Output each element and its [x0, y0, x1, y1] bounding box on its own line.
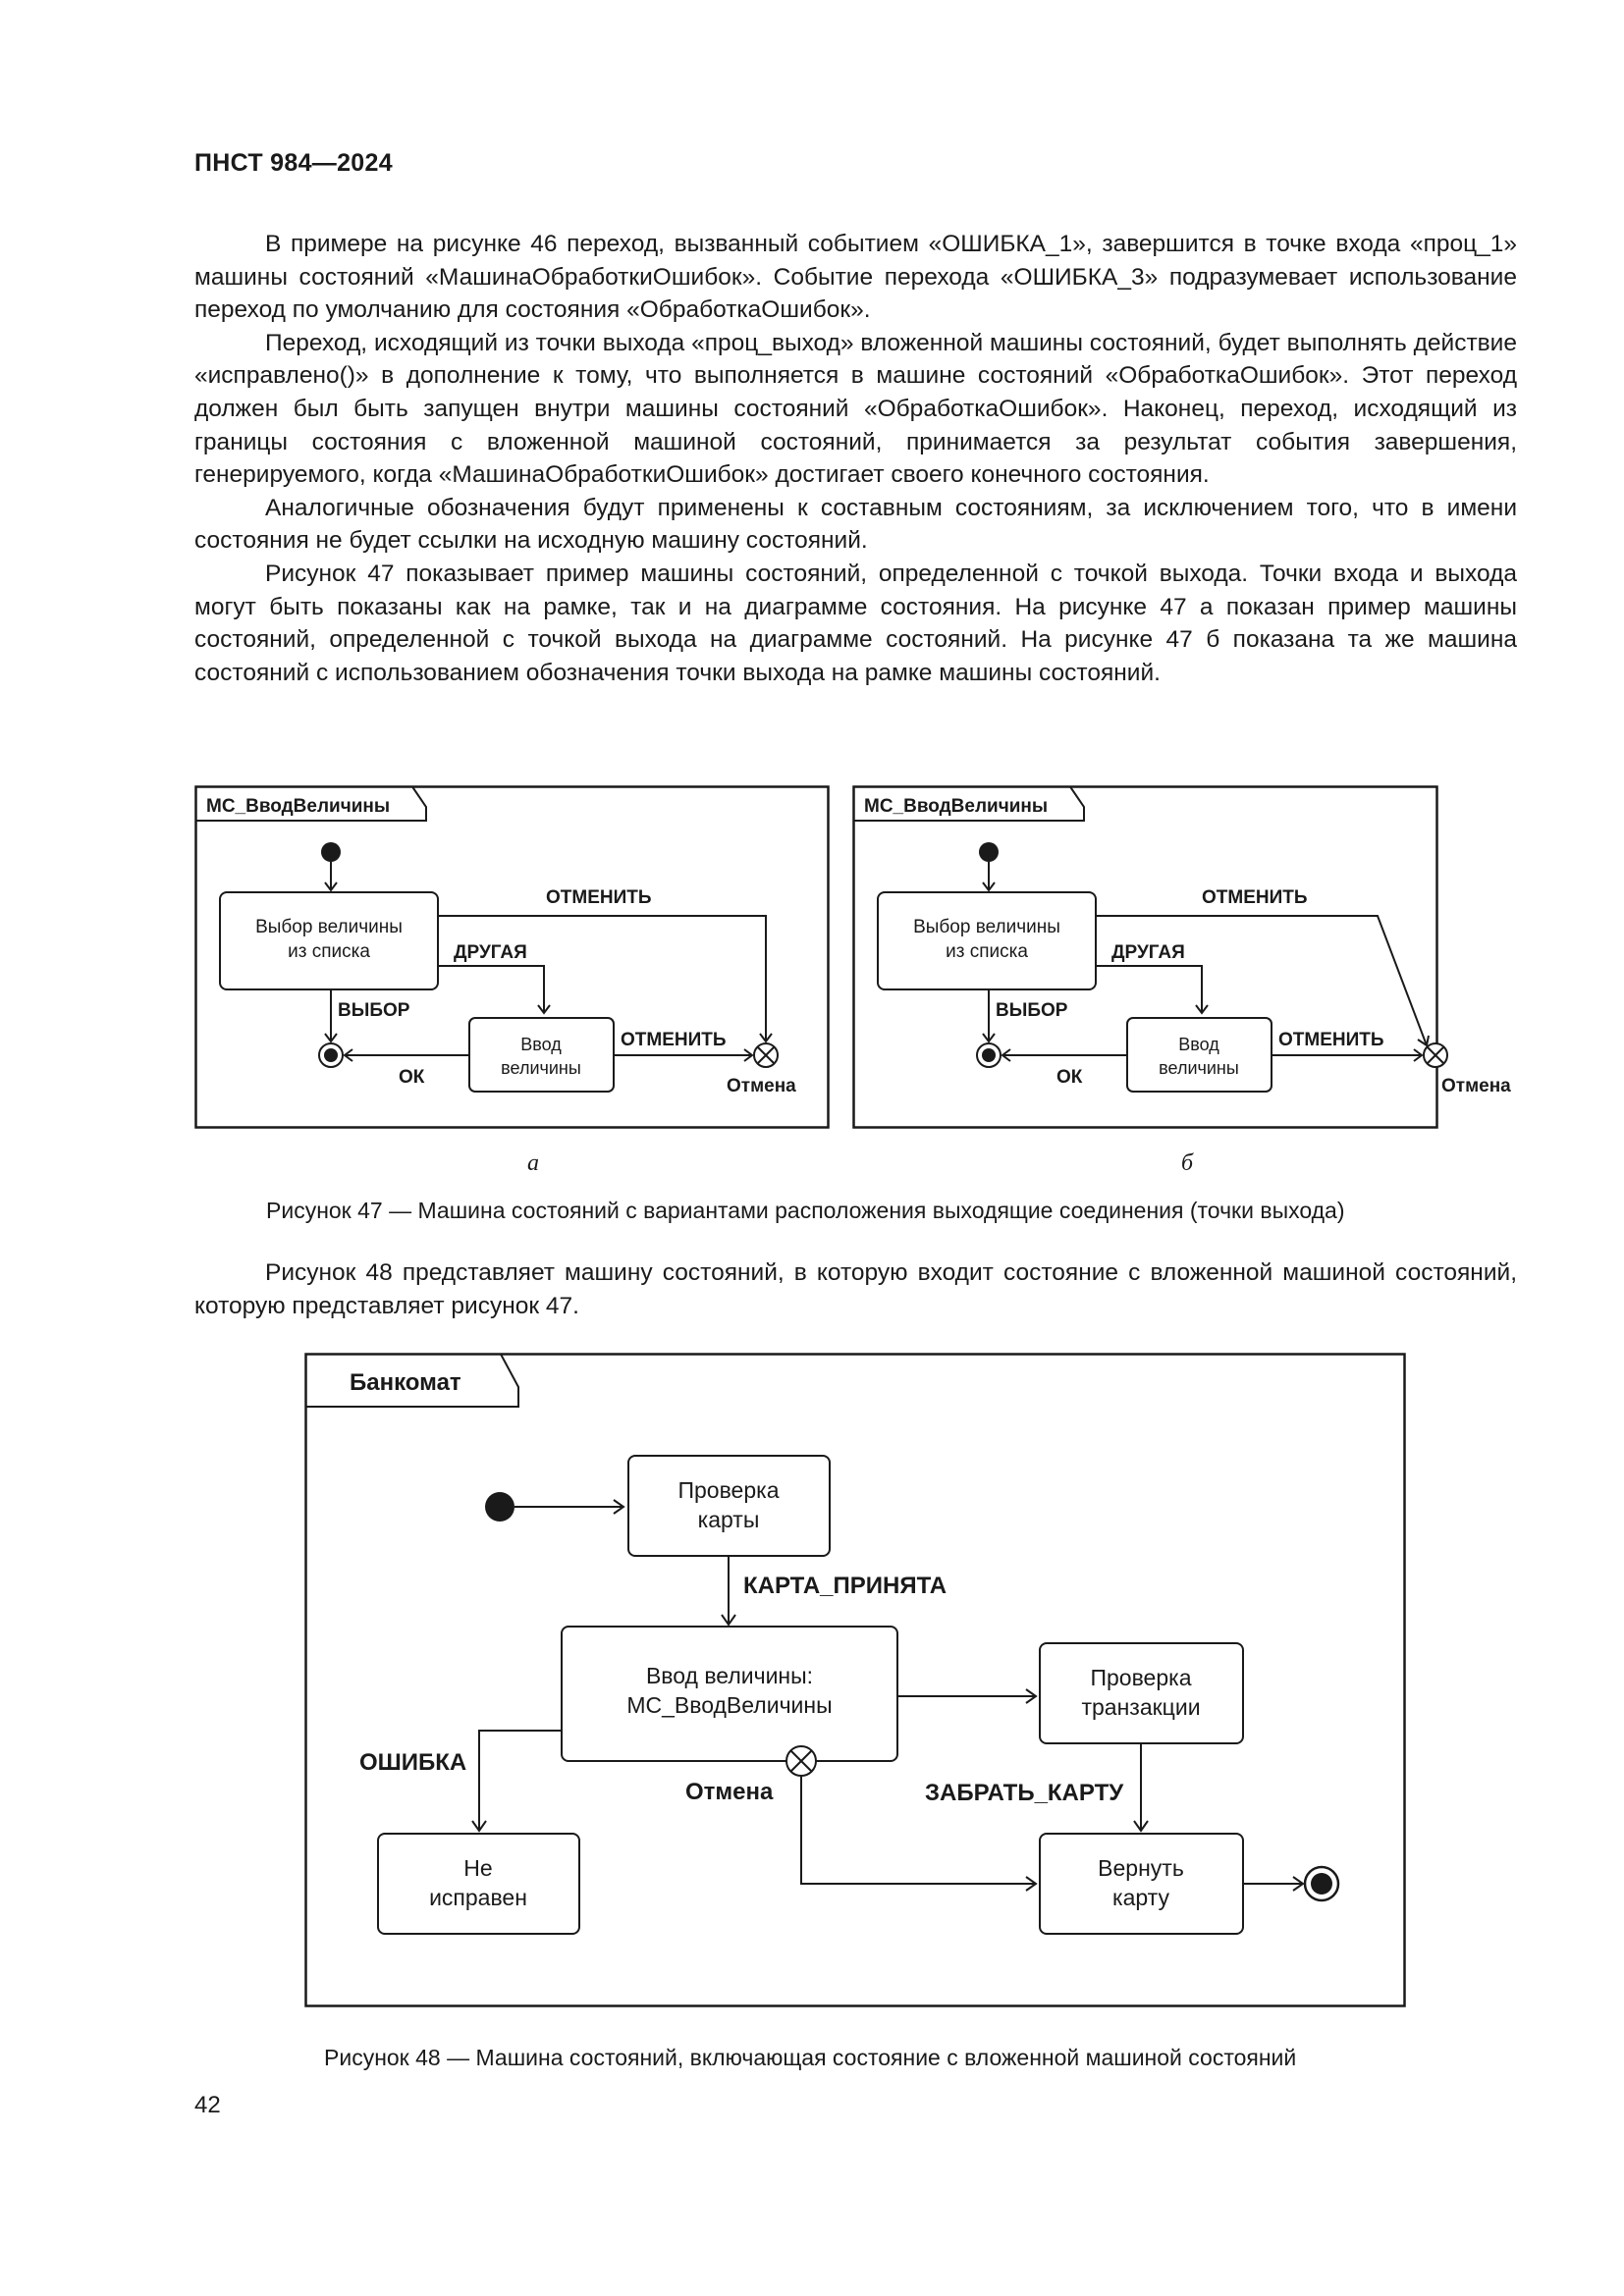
svg-text:Отмена: Отмена	[685, 1779, 774, 1805]
svg-text:Отмена: Отмена	[727, 1076, 796, 1096]
svg-text:из списка: из списка	[288, 941, 370, 962]
paragraph-4: Рисунок 47 показывает пример машины сост…	[194, 560, 1517, 686]
figure-47b-label: б	[1181, 1150, 1194, 1176]
svg-text:Ввод: Ввод	[1178, 1035, 1219, 1054]
state-broken	[377, 1833, 580, 1935]
document-header: ПНСТ 984—2024	[194, 149, 393, 177]
svg-text:ОТМЕНИТЬ: ОТМЕНИТЬ	[546, 887, 652, 908]
svg-text:Проверка: Проверка	[1090, 1665, 1191, 1690]
svg-text:карту: карту	[1112, 1885, 1169, 1910]
paragraph-2: Переход, исходящий из точки выхода «проц…	[194, 329, 1517, 489]
svg-text:Ввод: Ввод	[520, 1035, 562, 1054]
state-select-value	[877, 891, 1097, 990]
svg-text:ОТМЕНИТЬ: ОТМЕНИТЬ	[621, 1030, 727, 1050]
svg-text:ОК: ОК	[1056, 1067, 1083, 1088]
svg-text:из списка: из списка	[946, 941, 1028, 962]
paragraph-5: Рисунок 48 представляет машину состояний…	[194, 1259, 1517, 1319]
svg-text:ДРУГАЯ: ДРУГАЯ	[1111, 942, 1185, 963]
svg-text:Ввод величины:: Ввод величины:	[646, 1663, 813, 1688]
svg-text:ЗАБРАТЬ_КАРТУ: ЗАБРАТЬ_КАРТУ	[925, 1780, 1124, 1806]
svg-text:КАРТА_ПРИНЯТА: КАРТА_ПРИНЯТА	[743, 1573, 947, 1599]
svg-text:исправен: исправен	[429, 1885, 527, 1910]
svg-text:Выбор величины: Выбор величины	[255, 917, 403, 937]
state-select-value	[219, 891, 439, 990]
svg-text:Выбор величины: Выбор величины	[913, 917, 1060, 937]
svg-text:ОК: ОК	[399, 1067, 425, 1088]
frame-title: МС_ВводВеличины	[206, 796, 390, 817]
frame-title: Банкомат	[350, 1369, 461, 1396]
svg-text:ОТМЕНИТЬ: ОТМЕНИТЬ	[1202, 887, 1308, 908]
svg-text:МС_ВводВеличины: МС_ВводВеличины	[626, 1692, 832, 1718]
svg-text:ОТМЕНИТЬ: ОТМЕНИТЬ	[1278, 1030, 1384, 1050]
state-input-value	[561, 1626, 898, 1762]
svg-text:Отмена: Отмена	[1441, 1076, 1511, 1096]
figure-48-caption: Рисунок 48 — Машина состояний, включающа…	[324, 2045, 1297, 2070]
svg-text:транзакции: транзакции	[1081, 1694, 1200, 1720]
paragraph-1: В примере на рисунке 46 переход, вызванн…	[194, 231, 1517, 324]
state-input-value	[468, 1017, 615, 1093]
svg-text:ВЫБОР: ВЫБОР	[996, 1000, 1068, 1021]
figure-47-caption: Рисунок 47 — Машина состояний с варианта…	[266, 1198, 1345, 1223]
svg-text:карты: карты	[698, 1507, 760, 1532]
figure-47a: МС_ВводВеличины Выбор величины из списка…	[194, 785, 830, 1129]
svg-text:ДРУГАЯ: ДРУГАЯ	[454, 942, 527, 963]
frame-title: МС_ВводВеличины	[864, 796, 1048, 817]
page-number: 42	[194, 2092, 221, 2118]
svg-text:ВЫБОР: ВЫБОР	[338, 1000, 410, 1021]
body-text-top: В примере на рисунке 46 переход, вызванн…	[194, 228, 1517, 689]
figure-47a-label: а	[527, 1150, 539, 1176]
state-check-transaction	[1039, 1642, 1244, 1744]
body-text-bottom: Рисунок 48 представляет машину состояний…	[194, 1256, 1517, 1322]
svg-text:ОШИБКА: ОШИБКА	[359, 1749, 466, 1776]
state-check-card	[627, 1455, 831, 1557]
svg-text:Проверка: Проверка	[677, 1477, 779, 1503]
paragraph-3: Аналогичные обозначения будут применены …	[194, 494, 1517, 555]
svg-text:Не: Не	[463, 1855, 492, 1881]
state-input-value	[1126, 1017, 1272, 1093]
svg-text:величины: величины	[501, 1058, 581, 1078]
figure-48: Банкомат Проверка карты КАРТА_ПРИНЯТА Вв…	[304, 1353, 1406, 2007]
svg-text:величины: величины	[1159, 1058, 1239, 1078]
figure-47b: МС_ВводВеличины Выбор величины из списка…	[852, 785, 1511, 1129]
state-return-card	[1039, 1833, 1244, 1935]
svg-text:Вернуть: Вернуть	[1098, 1855, 1184, 1881]
